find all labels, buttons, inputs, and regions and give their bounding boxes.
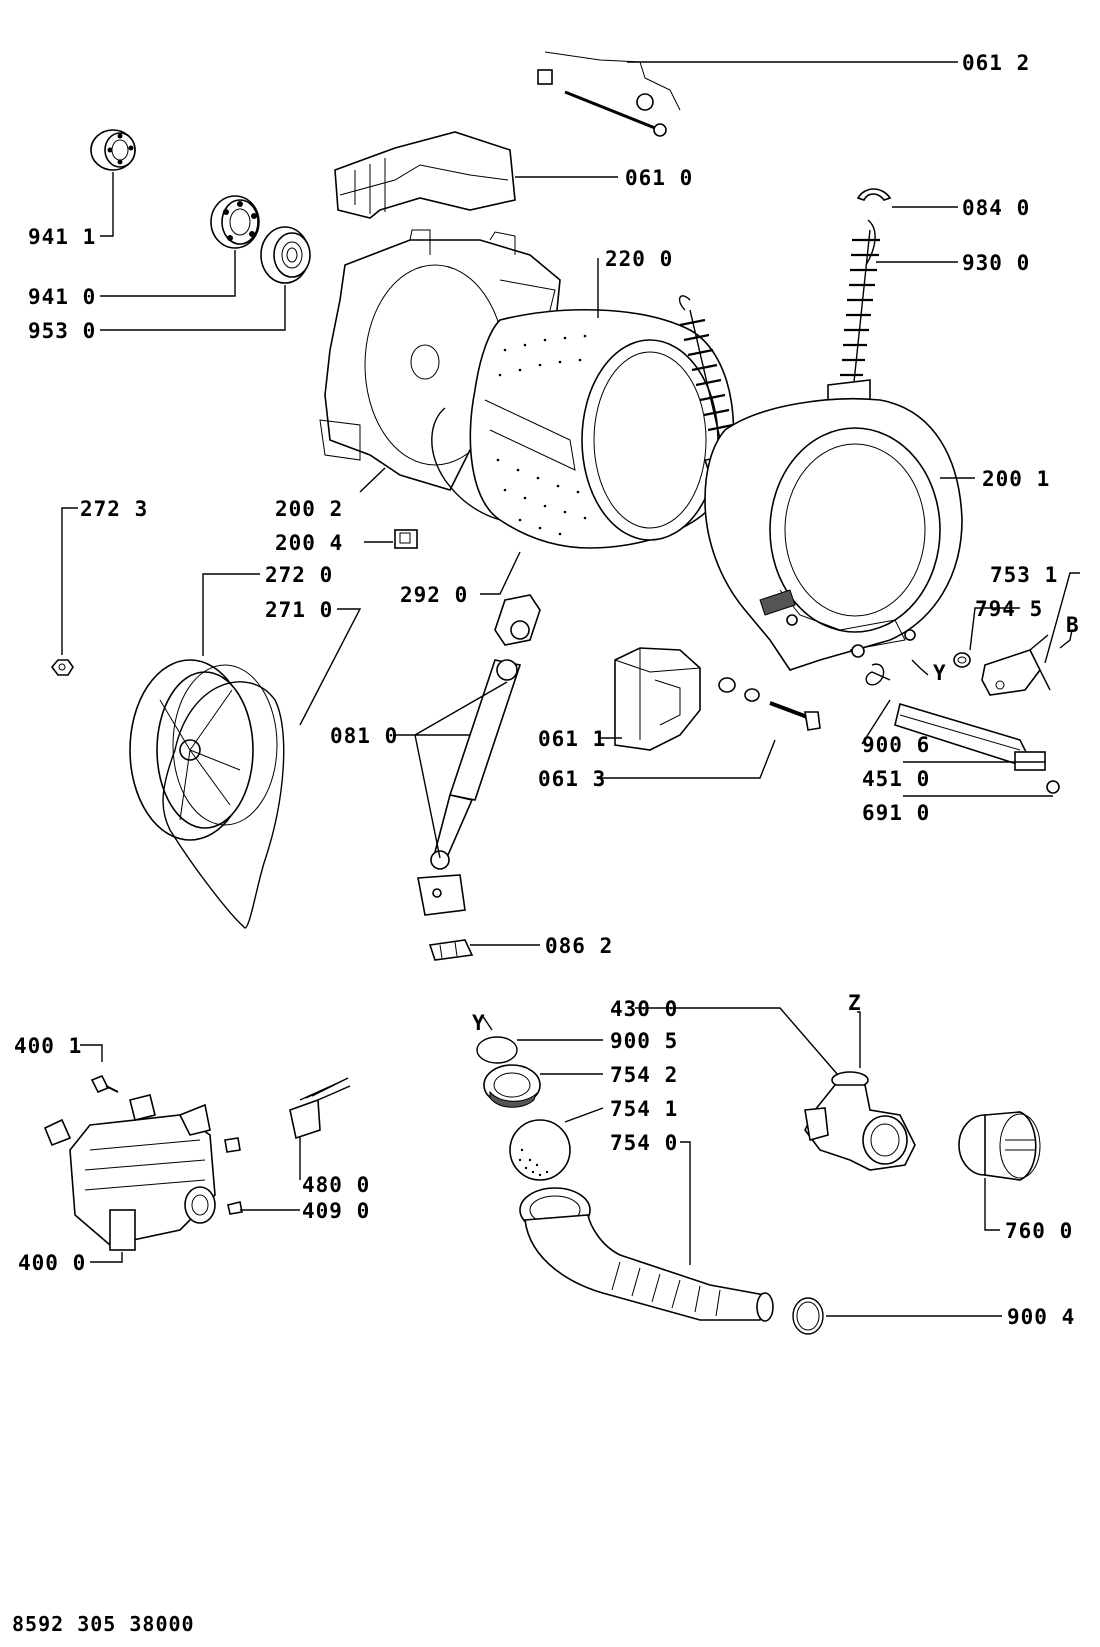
label-Z: Z [848,991,862,1015]
label-272-0: 272 0 [265,563,333,587]
label-081-0: 081 0 [330,724,398,748]
part-ball-754-1 [509,1119,571,1181]
part-filter-760-0 [958,1111,1041,1181]
label-409-0: 409 0 [302,1199,370,1223]
part-counterweight-061-0 [334,131,516,219]
label-941-0: 941 0 [28,285,96,309]
label-200-1: 200 1 [982,467,1050,491]
label-220-0: 220 0 [605,247,673,271]
label-430-0: 430 0 [610,997,678,1021]
part-bush-794-5 [953,652,971,668]
part-nut-691-0 [1046,780,1060,794]
label-Y-bottom: Y [472,1011,486,1035]
part-rod-061-2 [537,51,681,137]
label-480-0: 480 0 [302,1173,370,1197]
part-belt-271-0 [162,681,285,929]
part-bracket-086-2 [428,939,474,961]
leader-lines [61,61,1080,1317]
label-086-2: 086 2 [545,934,613,958]
part-front-tub-200-1 [704,397,963,671]
part-motor-400-0 [43,1094,241,1251]
part-bolt-061-3 [718,677,821,731]
label-760-0: 760 0 [1005,1219,1073,1243]
label-754-2: 754 2 [610,1063,678,1087]
label-754-1: 754 1 [610,1097,678,1121]
label-061-1: 061 1 [538,727,606,751]
label-200-2: 200 2 [275,497,343,521]
part-counterweight-061-1 [614,647,701,751]
drum-perforation-pattern [496,334,587,536]
part-brush-400-1 [90,1074,119,1094]
part-ring-900-5 [476,1036,518,1064]
part-seal-754-2 [483,1064,541,1108]
label-900-6: 900 6 [862,733,930,757]
part-drum-220-0 [469,309,735,549]
label-754-0: 754 0 [610,1131,678,1155]
label-400-1: 400 1 [14,1034,82,1058]
label-271-0: 271 0 [265,598,333,622]
part-clip-084-0 [856,188,892,201]
part-heater-451-0 [894,702,1046,771]
part-seal-953-0 [260,226,311,284]
part-nut-272-3 [50,659,74,676]
label-292-0: 292 0 [400,583,468,607]
part-block-200-4 [394,529,418,549]
part-clamp-900-4 [792,1297,824,1335]
label-400-0: 400 0 [18,1251,86,1275]
label-930-0: 930 0 [962,251,1030,275]
part-labels: 061 2 061 0 941 1 941 0 953 0 084 0 930 … [14,51,1080,1329]
label-451-0: 451 0 [862,767,930,791]
part-hose-754-0 [519,1187,774,1322]
label-061-3: 061 3 [538,767,606,791]
part-bearing-941-0 [210,195,260,249]
part-connector-480-0 [289,1077,351,1140]
label-B: B [1066,613,1080,637]
label-061-0: 061 0 [625,166,693,190]
document-number: 8592 305 38000 [12,1612,195,1636]
label-200-4: 200 4 [275,531,343,555]
label-900-4: 900 4 [1007,1305,1075,1329]
label-953-0: 953 0 [28,319,96,343]
part-clip-900-6 [865,663,891,686]
label-941-1: 941 1 [28,225,96,249]
label-084-0: 084 0 [962,196,1030,220]
label-794-5: 794 5 [975,597,1043,621]
part-bearing-941-1 [90,129,136,171]
label-Y-top: Y [933,661,947,685]
part-sensor-753-1 [981,634,1051,696]
part-shock-absorber-081-0 [417,594,541,916]
label-691-0: 691 0 [862,801,930,825]
label-061-2: 061 2 [962,51,1030,75]
part-409-0 [227,1201,243,1215]
label-753-1: 753 1 [990,563,1058,587]
part-pump-430-0 [804,1071,916,1171]
label-272-3: 272 3 [80,497,148,521]
label-900-5: 900 5 [610,1029,678,1053]
part-pulley-272-0 [129,659,278,841]
